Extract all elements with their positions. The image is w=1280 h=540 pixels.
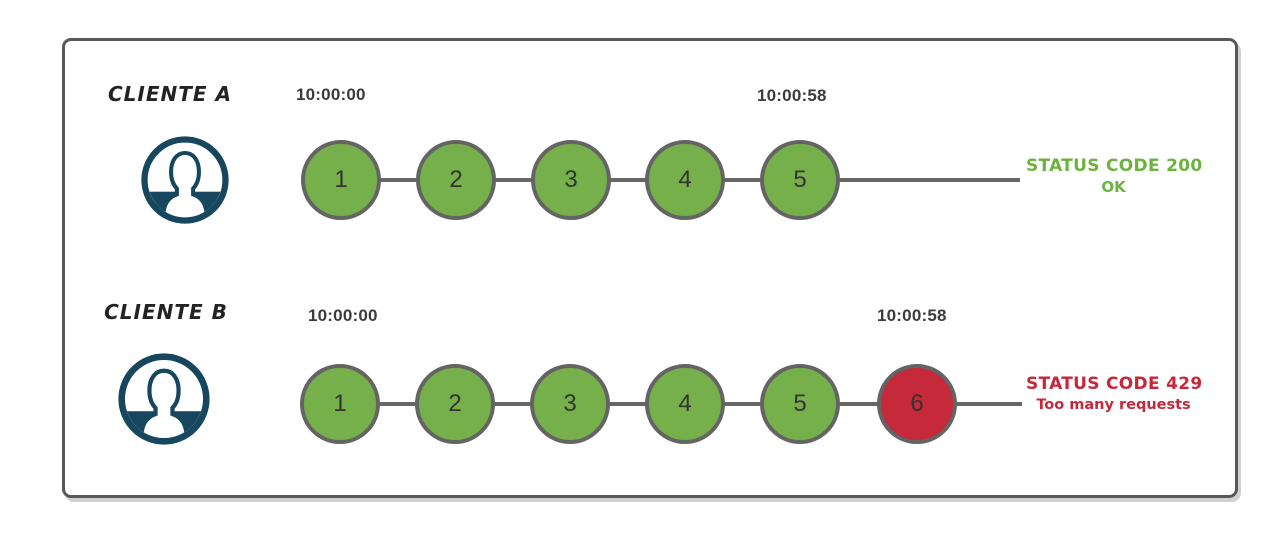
row-a-end-time: 10:00:58	[757, 86, 827, 105]
client-b-label: CLIENTE B	[104, 300, 228, 324]
request-circle: 2	[415, 364, 495, 444]
request-circle: 5	[760, 140, 840, 220]
request-circle: 4	[645, 364, 725, 444]
client-a-label: CLIENTE A	[107, 82, 232, 106]
diagram-frame	[62, 38, 1238, 498]
row-b-status: STATUS CODE 429 Too many requests	[1026, 374, 1203, 413]
user-avatar-icon	[140, 135, 230, 225]
request-circle: 2	[416, 140, 496, 220]
request-circle: 3	[531, 140, 611, 220]
status-message-text: OK	[1101, 177, 1126, 196]
row-b-start-time: 10:00:00	[308, 306, 378, 325]
request-circle: 4	[645, 140, 725, 220]
request-circle: 3	[530, 364, 610, 444]
request-circle-blocked: 6	[877, 364, 957, 444]
request-circle: 1	[301, 140, 381, 220]
row-b-end-time: 10:00:58	[877, 306, 947, 325]
request-circle: 5	[760, 364, 840, 444]
status-message-text: Too many requests	[1036, 396, 1191, 413]
status-code-text: STATUS CODE 429	[1026, 374, 1203, 394]
status-code-text: STATUS CODE 200	[1026, 156, 1203, 176]
user-avatar-icon	[117, 352, 211, 446]
row-a-start-time: 10:00:00	[296, 85, 366, 104]
request-circle: 1	[300, 364, 380, 444]
row-a-status: STATUS CODE 200 OK	[1026, 156, 1203, 196]
